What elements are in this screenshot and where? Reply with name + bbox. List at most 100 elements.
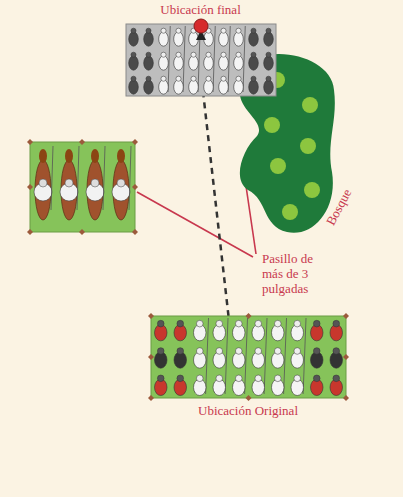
- soldier-figure: [263, 56, 273, 70]
- horse-head: [39, 149, 47, 163]
- soldier-head: [235, 76, 240, 81]
- soldier-head: [175, 52, 180, 57]
- soldier-head: [293, 375, 300, 382]
- soldier-head: [235, 52, 240, 57]
- base-marker: [27, 139, 33, 145]
- original-unit-box: [151, 316, 346, 398]
- base-marker: [148, 313, 154, 319]
- soldier-head: [215, 320, 222, 327]
- soldier-head: [220, 28, 225, 33]
- horse-head: [117, 149, 125, 163]
- soldier-head: [130, 52, 135, 57]
- soldier-figure: [248, 32, 258, 46]
- soldier-head: [274, 320, 281, 327]
- horse: [113, 160, 129, 220]
- soldier-figure: [128, 80, 138, 94]
- soldier-figure: [203, 80, 213, 94]
- soldier-head: [235, 320, 242, 327]
- soldier-figure: [173, 80, 183, 94]
- soldier-head: [250, 28, 255, 33]
- soldier-figure: [143, 32, 153, 46]
- spear: [243, 26, 245, 92]
- leader-line: [137, 192, 253, 257]
- soldier-head: [130, 28, 135, 33]
- horse: [61, 160, 77, 220]
- soldier-head: [145, 76, 150, 81]
- cavalry-unit: [27, 139, 138, 235]
- soldier-head: [160, 52, 165, 57]
- soldier-figure: [248, 56, 258, 70]
- soldier-head: [250, 52, 255, 57]
- spear: [205, 318, 208, 394]
- soldier-figure: [128, 56, 138, 70]
- soldier-head: [332, 320, 339, 327]
- corridor-note: Pasillo de más de 3 pulgadas: [262, 252, 334, 297]
- soldier-head: [157, 375, 164, 382]
- tree: [302, 97, 318, 113]
- base-marker: [79, 139, 85, 145]
- soldier-figure: [218, 80, 228, 94]
- soldier-head: [313, 375, 320, 382]
- spear: [283, 318, 286, 394]
- position-label: Ubicación Original: [148, 404, 348, 419]
- soldier-head: [175, 76, 180, 81]
- soldier-figure: [233, 56, 243, 70]
- soldier-head: [293, 348, 300, 355]
- rider-head: [91, 179, 99, 187]
- tree: [300, 138, 316, 154]
- soldier-figure: [158, 32, 168, 46]
- soldier-head: [313, 348, 320, 355]
- soldier-figure: [173, 32, 183, 46]
- soldier-head: [293, 320, 300, 327]
- base-marker: [343, 313, 349, 319]
- spear: [183, 26, 185, 92]
- soldier-figure: [188, 80, 198, 94]
- base-marker: [343, 395, 349, 401]
- soldier-head: [160, 76, 165, 81]
- soldier-head: [313, 320, 320, 327]
- soldier-head: [254, 375, 261, 382]
- tree: [264, 117, 280, 133]
- soldier-head: [274, 375, 281, 382]
- lance: [51, 146, 53, 210]
- soldier-head: [157, 320, 164, 327]
- soldier-head: [235, 375, 242, 382]
- soldier-head: [157, 348, 164, 355]
- soldier-head: [274, 348, 281, 355]
- position-label: Ubicación final: [118, 3, 283, 18]
- base-marker: [132, 139, 138, 145]
- soldier-head: [190, 76, 195, 81]
- soldier-head: [235, 28, 240, 33]
- tree: [270, 158, 286, 174]
- soldier-head: [254, 348, 261, 355]
- spear: [228, 26, 230, 92]
- soldier-figure: [263, 80, 273, 94]
- soldier-figure: [263, 32, 273, 46]
- base-marker: [132, 229, 138, 235]
- base-marker: [27, 184, 33, 190]
- soldier-head: [145, 52, 150, 57]
- unit-illustration: [151, 316, 346, 398]
- rider-head: [39, 179, 47, 187]
- soldier-figure: [188, 56, 198, 70]
- unit-node: Ubicación final: [118, 3, 283, 96]
- base-marker: [79, 229, 85, 235]
- tree: [282, 204, 298, 220]
- soldier-head: [215, 375, 222, 382]
- base-marker: [148, 395, 154, 401]
- soldier-head: [175, 28, 180, 33]
- soldier-head: [332, 348, 339, 355]
- tree: [269, 72, 285, 88]
- position-marker: [194, 19, 208, 33]
- soldier-figure: [203, 56, 213, 70]
- tree: [304, 182, 320, 198]
- spear: [244, 318, 247, 394]
- horse: [35, 160, 51, 220]
- leader-line: [246, 186, 256, 254]
- soldier-head: [220, 76, 225, 81]
- soldier-figure: [128, 32, 138, 46]
- unit-base: [151, 316, 346, 398]
- soldier-head: [190, 52, 195, 57]
- soldier-head: [176, 375, 183, 382]
